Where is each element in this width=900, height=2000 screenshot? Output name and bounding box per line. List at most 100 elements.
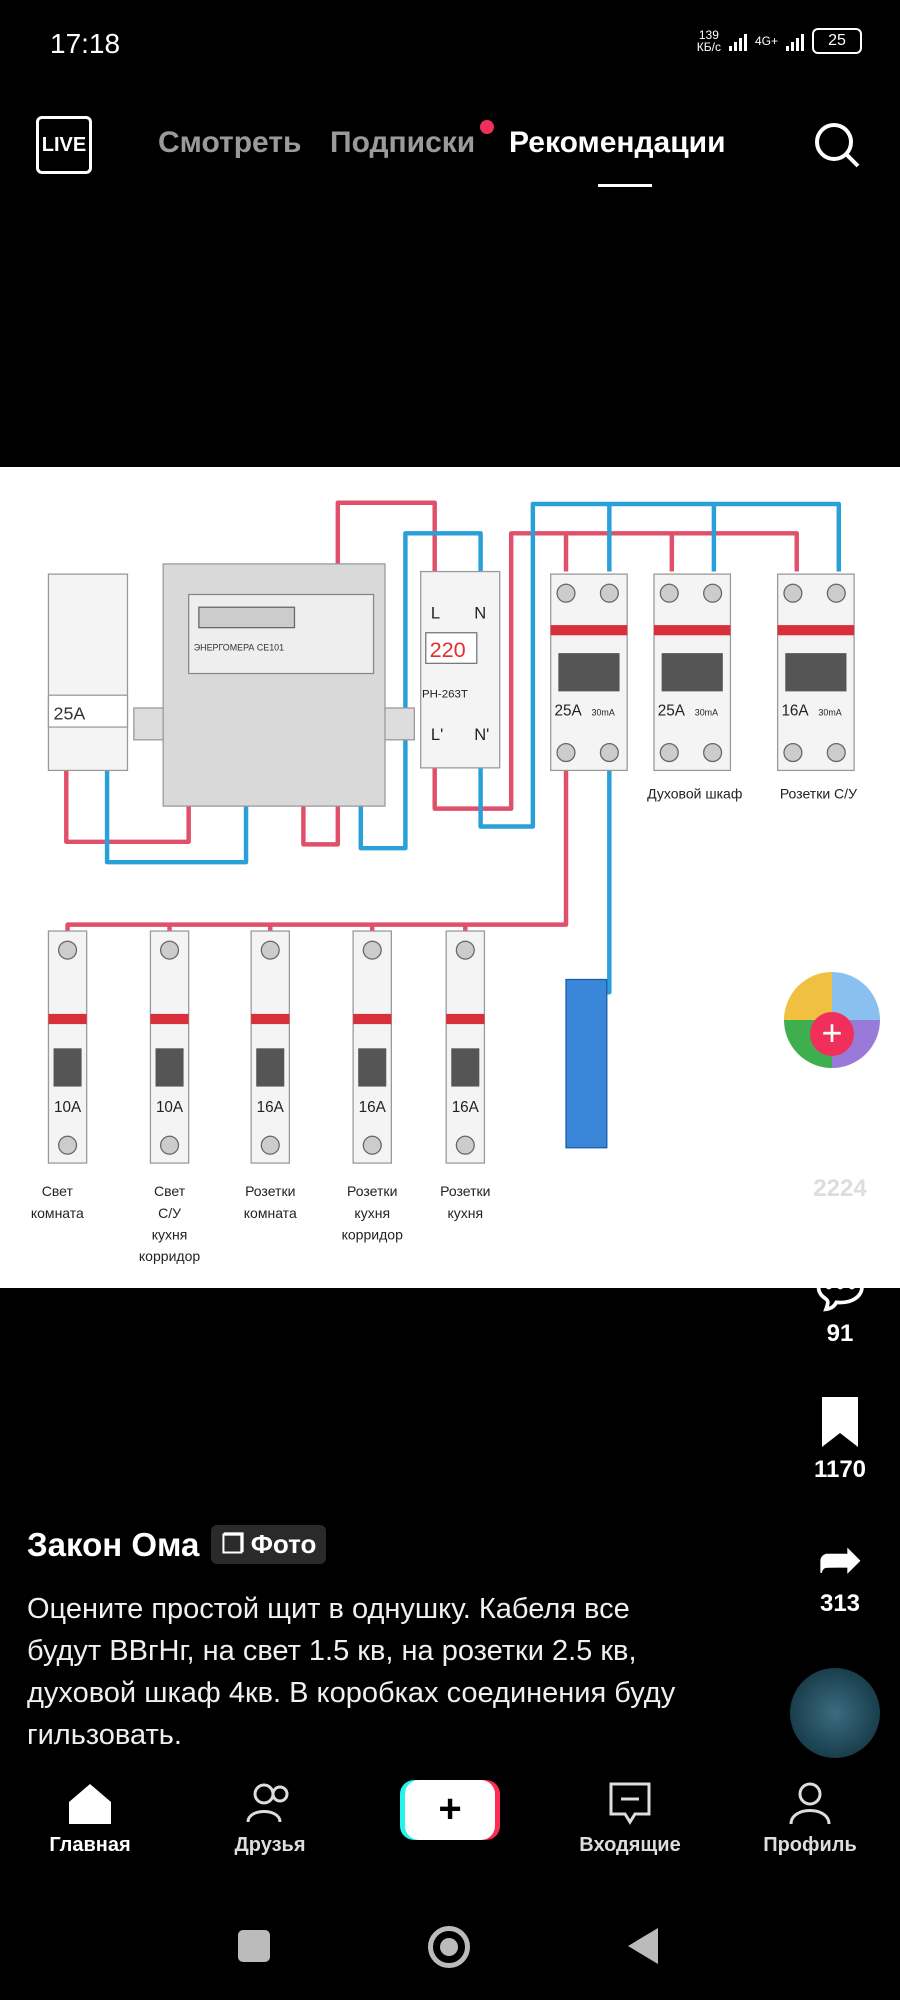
rcd: 25A 30mA	[653, 573, 732, 772]
search-icon[interactable]	[812, 120, 862, 170]
nav-home-label: Главная	[49, 1834, 131, 1856]
relay-n-out: N'	[474, 725, 489, 744]
comment-icon: 💬︎	[806, 1261, 873, 1319]
meter-label: ЭНЕРГОМЕРА СЕ101	[194, 643, 284, 653]
comment-button[interactable]: 💬︎91	[780, 1260, 900, 1348]
rcd-label: Розетки С/У	[780, 785, 857, 801]
relay-display: 220	[430, 637, 466, 662]
electric-meter: ЭНЕРГОМЕРА СЕ101	[133, 563, 415, 807]
breaker-label: Свет	[42, 1183, 74, 1199]
rcd-leak: 30mA	[592, 708, 615, 718]
tab-subscriptions[interactable]: Подписки	[330, 126, 476, 159]
breaker-label: Розетки	[347, 1183, 397, 1199]
photo-icon: ❐	[221, 1529, 245, 1559]
rcd: 16A 30mA	[776, 573, 855, 772]
breaker-rating: 16A	[257, 1099, 285, 1116]
friends-icon	[246, 1783, 289, 1823]
nav-home[interactable]: Главная	[0, 1780, 180, 1890]
main-breaker: 25A	[47, 573, 129, 772]
breaker-label: комната	[31, 1205, 84, 1221]
voltage-relay: L N 220 РН-263Т L' N'	[420, 570, 501, 769]
signal-icon	[728, 31, 747, 51]
home-icon	[69, 1784, 111, 1824]
photo-badge: ❐Фото	[211, 1525, 327, 1564]
nav-profile[interactable]: Профиль	[720, 1780, 900, 1890]
breaker-label: кухня	[447, 1205, 483, 1221]
breaker-rating: 16A	[359, 1099, 387, 1116]
relay-model: РН-263Т	[422, 689, 468, 701]
profile-icon	[789, 1782, 831, 1825]
rcd: 25A 30mA	[550, 573, 628, 772]
save-count: 1170	[813, 1456, 867, 1483]
notification-dot	[480, 120, 494, 134]
nav-inbox[interactable]: Входящие	[540, 1780, 720, 1890]
share-button[interactable]: ➦313	[780, 1530, 900, 1618]
share-count: 313	[819, 1590, 861, 1617]
share-icon: ➦	[818, 1531, 862, 1589]
main-breaker-rating: 25A	[54, 703, 86, 723]
active-tab-indicator	[598, 184, 652, 187]
heart-icon: ♥	[822, 1111, 858, 1178]
rcd-leak: 30mA	[695, 708, 718, 718]
breaker-rating: 10A	[54, 1099, 82, 1116]
like-button[interactable]: ♥2224	[780, 1115, 900, 1203]
breaker-rating: 10A	[156, 1099, 184, 1116]
breaker-label: корридор	[139, 1248, 200, 1264]
system-nav	[0, 1910, 900, 1980]
save-button[interactable]: 1170	[780, 1395, 900, 1484]
inbox-icon	[609, 1782, 651, 1825]
follow-plus-icon[interactable]: +	[810, 1012, 854, 1056]
breaker-label: комната	[244, 1205, 297, 1221]
wire-phase	[64, 770, 191, 845]
live-button[interactable]: LIVE	[36, 116, 92, 174]
rcd-label: Духовой шкаф	[647, 785, 742, 801]
back-button[interactable]	[626, 1926, 660, 1966]
battery-icon: 25	[812, 28, 862, 54]
post-image[interactable]: 25A ЭНЕРГОМЕРА СЕ101 L N 220 РН-263Т L' …	[0, 467, 900, 1288]
breaker: 10A Свет комната	[31, 930, 88, 1221]
nav-profile-label: Профиль	[763, 1834, 857, 1856]
wire-phase	[65, 770, 569, 932]
bookmark-icon	[822, 1397, 858, 1447]
breaker-label: корридор	[342, 1227, 403, 1243]
nav-friends[interactable]: Друзья	[180, 1780, 360, 1890]
status-time: 17:18	[50, 28, 121, 59]
tab-watch[interactable]: Смотреть	[158, 126, 302, 159]
breaker-label: Розетки	[245, 1183, 295, 1199]
relay-l-out: L'	[431, 725, 443, 744]
home-button[interactable]	[428, 1926, 470, 1968]
wire-neutral	[478, 501, 842, 829]
recents-button[interactable]	[238, 1930, 270, 1962]
comment-count: 91	[826, 1320, 854, 1347]
wire-neutral	[599, 770, 612, 995]
breaker-label: кухня	[152, 1227, 188, 1243]
breaker-label: Свет	[154, 1183, 186, 1199]
breaker-rating: 16A	[452, 1099, 480, 1116]
top-nav: LIVE Смотреть Подписки Рекомендации	[0, 112, 900, 192]
rcd-rating: 25A	[555, 703, 583, 720]
breaker-label: С/У	[158, 1205, 181, 1221]
like-count: 2224	[813, 1175, 867, 1202]
rcd-rating: 16A	[781, 703, 809, 720]
breaker: 16A Розетки комната	[244, 930, 297, 1221]
rcd-rating: 25A	[658, 703, 686, 720]
music-disc[interactable]	[790, 1668, 880, 1758]
rcd-leak: 30mA	[818, 708, 841, 718]
neutral-bus	[565, 978, 608, 1149]
post-caption[interactable]: Оцените простой щит в однушку. Кабеля вс…	[27, 1593, 676, 1751]
nav-friends-label: Друзья	[234, 1834, 306, 1856]
tab-recommendations[interactable]: Рекомендации	[509, 126, 726, 159]
net-speed-unit: КБ/с	[696, 40, 721, 54]
relay-n: N	[474, 604, 486, 623]
nav-create[interactable]: +	[360, 1780, 540, 1890]
network-type: 4G+	[754, 34, 778, 48]
creator-avatar[interactable]: +	[782, 970, 882, 1070]
wire-phase	[432, 531, 799, 811]
author-name[interactable]: Закон Ома	[27, 1525, 200, 1563]
relay-l: L	[431, 604, 440, 623]
photo-badge-label: Фото	[250, 1529, 317, 1559]
bottom-nav: Главная Друзья + Входящие Профиль	[0, 1780, 900, 1890]
